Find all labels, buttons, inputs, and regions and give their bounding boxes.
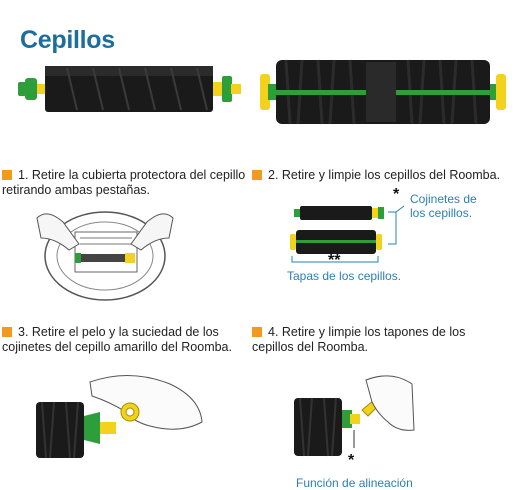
caps-note: Tapas de los cepillos. bbox=[287, 269, 402, 283]
orange-bullet-icon bbox=[2, 170, 12, 180]
step-2-illustration bbox=[290, 205, 405, 263]
page-title: Cepillos bbox=[20, 26, 115, 54]
orange-bullet-icon bbox=[252, 170, 262, 180]
bearings-note: Cojinetes de los cepillos. bbox=[410, 192, 477, 220]
step-4-star-marker: * bbox=[348, 452, 355, 469]
bearings-note-line-2: los cepillos. bbox=[410, 206, 473, 220]
step-1-line-2: retirando ambas pestañas. bbox=[2, 183, 151, 197]
step-4-instructions: 4. Retire y limpie los tapones de los ce… bbox=[252, 325, 465, 355]
step-4-illustration bbox=[294, 375, 415, 457]
step-3-instructions: 3. Retire el pelo y la suciedad de los c… bbox=[2, 325, 232, 355]
step-2-instructions: 2. Retire y limpie los cepillos del Room… bbox=[252, 168, 500, 183]
orange-bullet-icon bbox=[252, 327, 262, 337]
orange-bullet-icon bbox=[2, 327, 12, 337]
step-3-line-1: 3. Retire el pelo y la suciedad de los bbox=[18, 325, 219, 339]
bearings-note-line-1: Cojinetes de bbox=[410, 192, 477, 206]
flexible-beater-brush-image bbox=[18, 66, 241, 112]
step-4-line-2: cepillos del Roomba. bbox=[252, 340, 369, 354]
step-1-line-1: 1. Retire la cubierta protectora del cep… bbox=[18, 168, 246, 182]
step-3-illustration bbox=[36, 375, 203, 459]
step-1-instructions: 1. Retire la cubierta protectora del cep… bbox=[2, 168, 245, 198]
double-star-marker: ** bbox=[328, 252, 341, 269]
bristle-brush-image bbox=[260, 59, 506, 125]
step-2-line-1: 2. Retire y limpie los cepillos del Room… bbox=[268, 168, 501, 182]
single-star-marker: * bbox=[393, 186, 400, 203]
alignment-note: Función de alineación bbox=[296, 476, 413, 490]
step-4-line-1: 4. Retire y limpie los tapones de los bbox=[268, 325, 466, 339]
step-3-line-2: cojinetes del cepillo amarillo del Roomb… bbox=[2, 340, 232, 354]
step-1-illustration bbox=[36, 211, 174, 301]
